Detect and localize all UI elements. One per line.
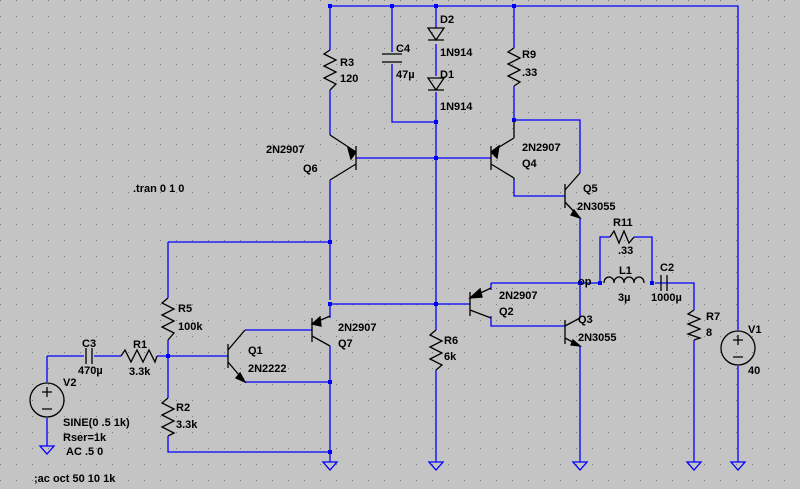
q3-ref: Q3 [578, 314, 593, 326]
diode-d1[interactable] [426, 77, 446, 92]
r1-value: 3.3k [129, 366, 151, 378]
l1-value: 3µ [618, 292, 630, 304]
r3-value: 120 [340, 73, 358, 85]
transistor-q4[interactable] [490, 120, 515, 180]
r9-ref: R9 [522, 49, 536, 61]
transistor-q2[interactable] [468, 287, 492, 319]
ground-symbols [38, 445, 747, 471]
c4-ref: C4 [396, 43, 411, 55]
q5-value: 2N3055 [577, 201, 616, 213]
q1-value: 2N2222 [248, 363, 287, 375]
r7-value: 8 [706, 327, 712, 339]
transistor-q5[interactable] [564, 172, 582, 220]
c2-ref: C2 [660, 262, 674, 274]
d2-value: 1N914 [440, 47, 473, 59]
resistor-r6[interactable] [428, 329, 444, 371]
c4-value: 47µ [396, 69, 415, 81]
ground-icon [685, 461, 703, 471]
capacitor-c2[interactable] [660, 275, 668, 291]
voltage-source-v1[interactable] [720, 330, 756, 366]
v2-ac-spec: AC .5 0 [66, 446, 103, 458]
ground-icon [729, 461, 747, 471]
c2-value: 1000µ [651, 292, 682, 304]
inductor-l1[interactable] [603, 276, 645, 284]
resistor-r1[interactable] [120, 348, 158, 364]
ac-directive[interactable]: ;ac oct 50 10 1k [34, 473, 116, 485]
r2-ref: R2 [176, 402, 190, 414]
r9-value: .33 [522, 67, 537, 79]
q1-ref: Q1 [248, 345, 263, 357]
q7-ref: Q7 [338, 338, 353, 350]
ground-icon [427, 461, 445, 471]
q7-value: 2N2907 [338, 322, 377, 334]
capacitor-c3[interactable] [85, 348, 93, 364]
d1-value: 1N914 [440, 101, 473, 113]
v2-ref: V2 [63, 377, 76, 389]
q2-ref: Q2 [499, 306, 514, 318]
r1-ref: R1 [133, 339, 147, 351]
q6-value: 2N2907 [266, 144, 305, 156]
transistor-q3[interactable] [564, 317, 583, 347]
c3-ref: C3 [82, 338, 96, 350]
d1-ref: D1 [440, 69, 454, 81]
diode-d2[interactable] [426, 27, 446, 42]
output-net-label: op [578, 276, 592, 288]
v2-source-spec: SINE(0 .5 1k) [63, 417, 130, 429]
q4-ref: Q4 [522, 158, 538, 170]
resistor-r7[interactable] [686, 309, 703, 341]
v1-value: 40 [748, 365, 760, 377]
l1-ref: L1 [619, 265, 632, 277]
transistor-q7[interactable] [310, 315, 331, 347]
labels: R3 120 C4 47µ D2 1N914 D1 1N914 R9 .33 2… [34, 14, 761, 485]
q4-value: 2N2907 [522, 142, 561, 154]
r2-value: 3.3k [176, 419, 198, 431]
r6-ref: R6 [444, 335, 458, 347]
r3-ref: R3 [340, 57, 354, 69]
resistor-r2[interactable] [160, 397, 176, 437]
resistor-r11[interactable] [609, 229, 635, 245]
tran-directive[interactable]: .tran 0 1 0 [133, 183, 184, 195]
v1-ref: V1 [748, 324, 761, 336]
d2-ref: D2 [440, 14, 454, 26]
r5-ref: R5 [178, 303, 192, 315]
resistor-r3[interactable] [322, 49, 338, 91]
q6-ref: Q6 [303, 163, 318, 175]
resistor-r9[interactable] [506, 47, 522, 87]
q5-ref: Q5 [583, 183, 598, 195]
q2-value: 2N2907 [499, 290, 538, 302]
v2-rser-spec: Rser=1k [63, 432, 107, 444]
resistor-r5[interactable] [160, 297, 176, 341]
ground-icon [321, 461, 339, 471]
transistor-q6[interactable] [329, 134, 357, 181]
r11-ref: R11 [613, 217, 633, 229]
capacitor-c4[interactable] [382, 53, 402, 63]
r6-value: 6k [444, 351, 457, 363]
ground-icon [571, 461, 589, 471]
q3-value: 2N3055 [578, 332, 617, 344]
r11-value: .33 [618, 245, 633, 257]
r7-ref: R7 [706, 311, 720, 323]
r5-value: 100k [178, 321, 203, 333]
transistor-q1[interactable] [227, 329, 247, 384]
c3-value: 470µ [78, 365, 103, 377]
voltage-source-v2[interactable] [29, 382, 65, 418]
ground-icon [38, 445, 56, 455]
